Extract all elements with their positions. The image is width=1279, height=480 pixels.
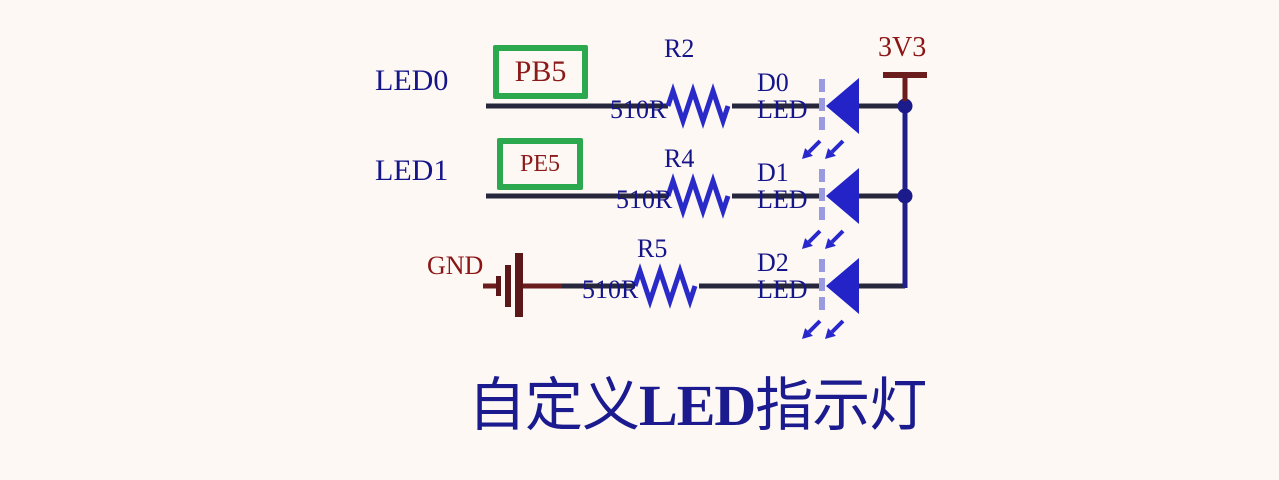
ground-symbol <box>483 253 562 317</box>
resistor-value-r5: 510R <box>582 275 639 304</box>
resistor-r2 <box>668 91 728 121</box>
diode-ref-d2: D2 <box>757 248 789 277</box>
caption-title: 自定义LED指示灯 <box>468 358 927 442</box>
diode-type-d2: LED <box>757 275 808 304</box>
led-d2 <box>802 258 859 339</box>
diode-ref-d0: D0 <box>757 68 789 97</box>
signal-label-led1: LED1 <box>375 154 449 187</box>
ground-net-label: GND <box>427 251 484 280</box>
junction-dot-row2 <box>897 188 913 204</box>
led-d0 <box>802 78 859 159</box>
pin-label-pb5: PB5 <box>514 55 567 88</box>
diode-type-d1: LED <box>757 185 808 214</box>
resistor-value-r2: 510R <box>610 95 667 124</box>
caption-title-en: LED <box>639 373 756 438</box>
pin-highlight-box-pb5: PB5 <box>493 45 588 99</box>
resistor-value-r4: 510R <box>616 185 673 214</box>
signal-label-led0: LED0 <box>375 64 449 97</box>
resistor-ref-r2: R2 <box>664 34 695 63</box>
caption-title-cn-left: 自定义 <box>468 373 640 438</box>
resistor-ref-r4: R4 <box>664 144 695 173</box>
power-symbol-3v3 <box>883 72 927 101</box>
caption-title-cn-right: 指示灯 <box>755 373 927 438</box>
diode-ref-d1: D1 <box>757 158 789 187</box>
resistor-r5 <box>635 271 695 301</box>
resistor-ref-r5: R5 <box>637 234 668 263</box>
power-net-label: 3V3 <box>878 32 927 63</box>
pin-highlight-box-pe5: PE5 <box>497 138 583 190</box>
pin-label-pe5: PE5 <box>519 151 560 177</box>
led-d1 <box>802 168 859 249</box>
diode-type-d0: LED <box>757 95 808 124</box>
resistor-r4 <box>668 181 728 211</box>
junction-dot-row1 <box>897 98 913 114</box>
